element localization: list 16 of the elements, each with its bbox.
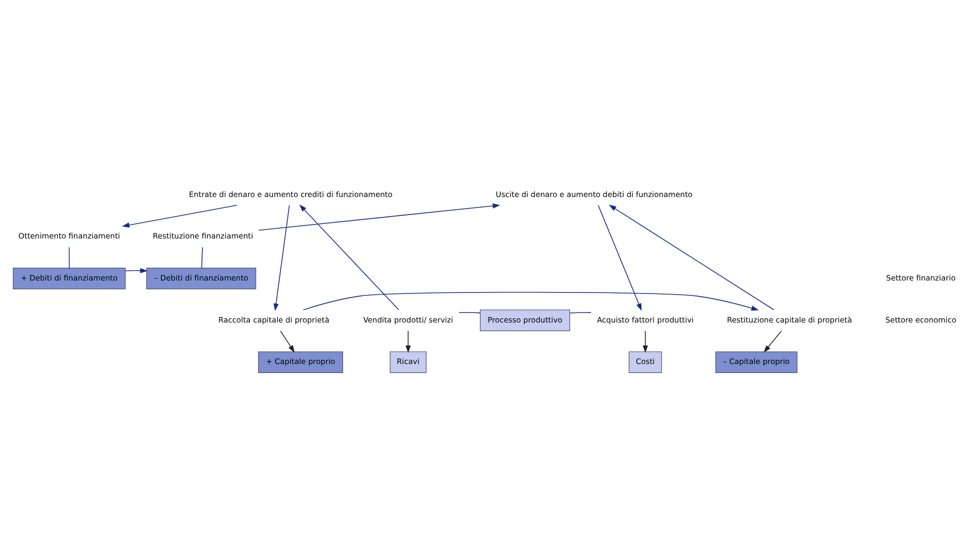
arrow <box>299 204 400 310</box>
connector <box>569 312 592 314</box>
connector <box>68 246 70 268</box>
connector <box>458 312 481 314</box>
arrow <box>280 330 295 353</box>
arrow <box>273 204 290 311</box>
arrow <box>764 330 782 353</box>
arrow <box>302 292 759 311</box>
arrow <box>125 268 148 274</box>
connector <box>201 246 203 268</box>
arrow <box>258 203 500 231</box>
arrow <box>608 204 774 310</box>
arrow <box>406 330 411 353</box>
arrow <box>598 204 642 311</box>
arrow <box>122 204 238 228</box>
arrow <box>642 330 648 353</box>
